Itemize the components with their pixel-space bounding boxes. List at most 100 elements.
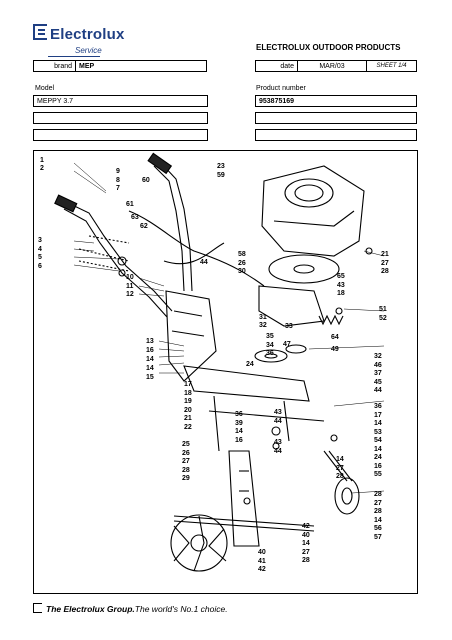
part-numbers-36r: 36 17 14 53 54 14 24 16 55 xyxy=(374,403,382,480)
model-value: MEPPY 3.7 xyxy=(33,95,208,107)
company-name: ELECTROLUX OUTDOOR PRODUCTS xyxy=(256,43,401,52)
part-number: 29 xyxy=(182,475,190,482)
part-number: 54 xyxy=(374,437,382,444)
date-label: date xyxy=(255,60,298,72)
footer-tagline: The world's No.1 choice. xyxy=(134,604,228,614)
part-number: 46 xyxy=(374,361,382,369)
part-numbers-40: 40 41 42 xyxy=(258,549,266,575)
part-numbers-column-13: 13 16 14 14 15 xyxy=(146,337,154,382)
part-numbers-32: 32 46 37 45 44 xyxy=(374,353,382,396)
brand-label: brand xyxy=(33,60,76,72)
service-label: Service xyxy=(75,46,102,55)
tiller-illustration xyxy=(54,152,373,572)
part-number: 55 xyxy=(374,471,382,478)
part-number: 32 xyxy=(374,353,382,360)
model-extra-line-2 xyxy=(33,129,208,141)
part-number: 60 xyxy=(142,177,150,184)
part-number: 45 xyxy=(374,378,382,386)
part-number: 49 xyxy=(331,346,339,353)
part-number: 14 xyxy=(336,456,344,463)
part-number: 28 xyxy=(182,466,190,474)
part-number: 44 xyxy=(200,259,208,266)
part-number: 33 xyxy=(285,323,293,330)
product-number-value: 953875169 xyxy=(255,95,417,107)
part-numbers-top-center: 23 59 xyxy=(217,163,225,180)
part-number: 52 xyxy=(379,314,387,322)
part-numbers-column-10: 10 11 12 xyxy=(126,274,134,300)
part-number: 57 xyxy=(374,533,382,541)
part-number: 26 xyxy=(182,449,190,457)
part-number: 15 xyxy=(146,374,154,381)
part-number: 27 xyxy=(302,548,310,556)
part-number: 28 xyxy=(374,508,382,515)
footer-slogan: The Electrolux Group.The world's No.1 ch… xyxy=(33,603,228,614)
part-number: 44 xyxy=(374,387,382,394)
part-number: 10 xyxy=(126,274,134,281)
footer-group: The Electrolux Group. xyxy=(46,604,135,614)
part-number: 7 xyxy=(116,185,120,192)
part-numbers-42: 42 40 14 27 28 xyxy=(302,523,310,566)
part-number: 28 xyxy=(374,491,382,498)
part-number: 19 xyxy=(184,398,192,405)
exploded-parts-diagram: 1 2 3 4 5 6 9 8 7 60 61 63 62 10 11 12 1… xyxy=(33,150,418,594)
part-number: 14 xyxy=(146,356,154,363)
part-number: 39 xyxy=(235,419,243,427)
part-number: 16 xyxy=(235,436,243,444)
part-numbers-31: 31 32 xyxy=(259,314,267,330)
model-extra-line-1 xyxy=(33,112,208,124)
part-numbers-column-left-2: 3 4 5 6 xyxy=(38,237,42,271)
part-number: 14 xyxy=(302,540,310,547)
part-number: 20 xyxy=(184,406,192,414)
part-number: 47 xyxy=(283,341,291,348)
part-numbers-28r: 28 27 28 14 56 57 xyxy=(374,491,382,542)
part-number: 4 xyxy=(38,245,42,253)
part-numbers-43b: 43 44 xyxy=(274,439,282,456)
part-numbers-58: 58 26 30 xyxy=(238,251,246,277)
part-number: 27 xyxy=(381,259,389,267)
part-number: 37 xyxy=(374,370,382,377)
electrolux-small-logo-icon xyxy=(33,603,42,613)
part-numbers-36: 36 39 14 16 xyxy=(235,411,243,445)
part-number: 27 xyxy=(374,499,382,507)
part-number: 17 xyxy=(184,381,192,388)
part-number: 5 xyxy=(38,254,42,261)
part-number: 43 xyxy=(337,281,345,289)
part-number: 16 xyxy=(146,347,154,354)
part-number: 27 xyxy=(336,464,344,472)
part-number: 42 xyxy=(258,566,266,573)
brand-value: MEP xyxy=(75,60,207,72)
part-number: 18 xyxy=(184,389,192,397)
part-number: 41 xyxy=(258,557,266,565)
model-label: Model xyxy=(35,85,55,92)
part-numbers-65: 65 43 18 xyxy=(337,273,345,299)
product-extra-line-2 xyxy=(255,129,417,141)
part-number: 31 xyxy=(259,314,267,321)
part-number: 28 xyxy=(302,557,310,564)
part-number: 30 xyxy=(238,268,246,275)
part-number: 14 xyxy=(374,420,382,427)
part-numbers-21: 21 27 28 xyxy=(381,251,389,277)
part-number: 35 xyxy=(266,333,274,340)
product-extra-line-1 xyxy=(255,112,417,124)
part-numbers-35: 35 34 36 xyxy=(266,333,274,359)
part-number: 59 xyxy=(217,171,225,179)
product-number-label: Product number xyxy=(256,85,306,92)
part-number: 61 xyxy=(126,201,134,208)
leader-lines xyxy=(73,162,385,494)
part-number: 14 xyxy=(374,445,382,453)
part-number: 36 xyxy=(266,350,274,357)
part-numbers-43a: 43 44 xyxy=(274,409,282,426)
part-numbers-14c: 14 27 28 xyxy=(336,456,344,482)
part-numbers-51: 51 52 xyxy=(379,306,387,323)
part-number: 6 xyxy=(38,262,42,270)
part-number: 18 xyxy=(337,290,345,297)
part-number: 26 xyxy=(238,259,246,267)
part-number: 56 xyxy=(374,525,382,532)
part-number: 43 xyxy=(274,409,282,416)
electrolux-logo-icon xyxy=(33,24,47,40)
part-number: 13 xyxy=(146,338,154,345)
part-number: 17 xyxy=(374,411,382,419)
part-number: 21 xyxy=(184,415,192,422)
part-number: 2 xyxy=(40,165,44,172)
part-number: 11 xyxy=(126,282,134,290)
